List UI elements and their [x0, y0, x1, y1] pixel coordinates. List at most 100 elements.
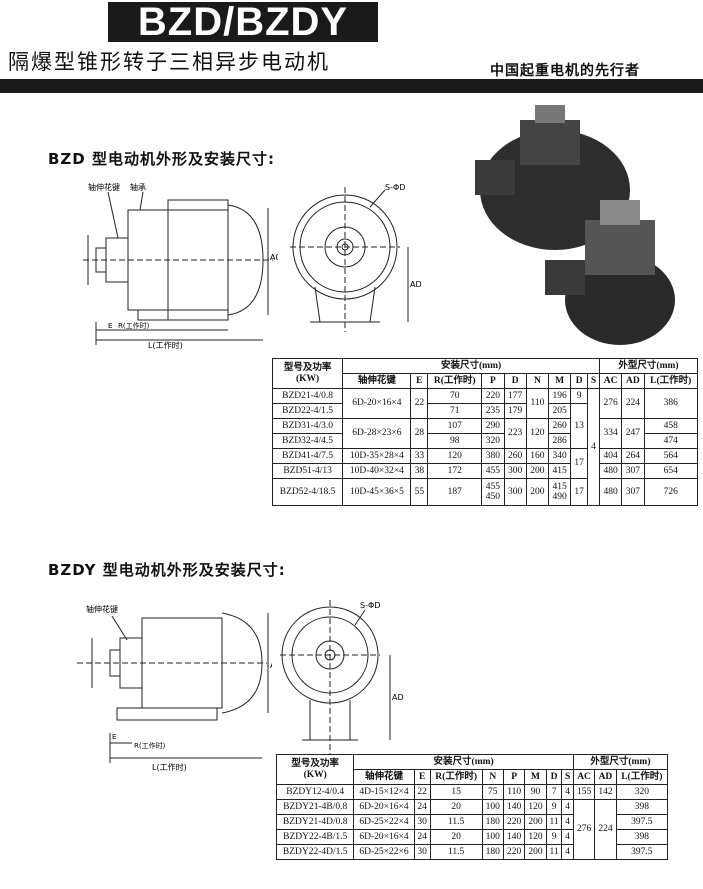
table-cell: 200 — [524, 814, 547, 830]
table-cell: 20 — [429, 799, 483, 815]
model-cell: BZD22-4/1.5 — [271, 403, 344, 419]
col-header: 轴伸花键 — [353, 769, 415, 785]
table-cell: 415 — [548, 463, 572, 479]
label-r: R(工作时) — [134, 741, 166, 750]
table-cell: 4 — [587, 388, 600, 506]
section-bzd-title: BZD 型电动机外形及安装尺寸: — [48, 150, 275, 168]
table-cell: 6D-20×16×4 — [353, 799, 415, 815]
table-cell: 300 — [503, 463, 527, 479]
table-cell: 120 — [524, 829, 547, 845]
company-slogan: 中国起重电机的先行者 — [490, 63, 640, 79]
group-outline: 外型尺寸(mm) — [572, 754, 669, 770]
col-model: 型号及功率(KW) — [275, 754, 355, 785]
table-cell: 235 — [481, 403, 505, 419]
table-cell: 200 — [525, 478, 550, 506]
model-cell: BZD52-4/18.5 — [271, 478, 344, 506]
table-cell: 172 — [427, 463, 483, 479]
table-cell: 110 — [525, 388, 550, 419]
table-cell: 276 — [572, 799, 596, 860]
col-header: D — [503, 373, 527, 389]
table-cell: 6D-25×22×6 — [353, 844, 415, 860]
product-subtitle: 隔爆型锥形转子三相异步电动机 — [8, 50, 330, 74]
table-cell: 334 — [598, 418, 623, 449]
label-bearing: 轴承 — [130, 182, 146, 192]
table-cell: 307 — [621, 478, 645, 506]
table-cell: 13 — [570, 403, 589, 449]
group-install: 安装尺寸(mm) — [342, 358, 600, 374]
table-cell: 30 — [413, 844, 431, 860]
label-s-phi-d: S-ΦD — [360, 601, 380, 610]
table-cell: 155 — [572, 784, 596, 800]
table-cell: 22 — [410, 388, 429, 419]
table-cell: 6D-25×22×4 — [353, 814, 415, 830]
table-cell: 180 — [481, 844, 504, 860]
table-cell: 24 — [413, 799, 431, 815]
col-header: P — [502, 769, 526, 785]
table-cell: 340 — [548, 448, 572, 464]
bzd-spec-table: 型号及功率(KW) 安装尺寸(mm) 外型尺寸(mm) 轴伸花键 E R(工作时… — [271, 358, 699, 506]
table-cell: 320 — [615, 784, 669, 800]
table-cell: 17 — [570, 478, 589, 506]
col-header: L(工作时) — [643, 373, 698, 389]
table-cell: 4 — [561, 814, 574, 830]
label-length: L(工作时) — [152, 762, 187, 772]
model-cell: BZDY22-4B/1.5 — [275, 829, 355, 845]
table-cell: 200 — [524, 844, 547, 860]
header-rule — [0, 79, 703, 93]
label-ad: AD — [392, 693, 404, 702]
table-cell: 397.5 — [615, 814, 669, 830]
table-cell: 404 — [598, 448, 623, 464]
table-cell: 6D-20×16×4 — [342, 388, 412, 419]
col-model: 型号及功率(KW) — [271, 358, 344, 389]
table-cell: 4 — [561, 799, 574, 815]
col-header: P — [481, 373, 505, 389]
table-cell: 474 — [643, 433, 698, 449]
table-cell: 17 — [570, 448, 589, 479]
bzd-side-drawing: 轴伸花键 轴承 E R(工作时) L(工作时) AC — [83, 182, 278, 350]
table-cell: 398 — [615, 799, 669, 815]
table-cell: 247 — [621, 418, 645, 449]
table-cell: 6D-20×16×4 — [353, 829, 415, 845]
table-cell: 71 — [427, 403, 483, 419]
table-cell: 38 — [410, 463, 429, 479]
label-e: E — [112, 733, 116, 741]
label-s-phi-d: S-ΦD — [385, 183, 405, 192]
table-cell: 179 — [503, 403, 527, 419]
table-cell: 264 — [621, 448, 645, 464]
table-cell: 177 — [503, 388, 527, 404]
table-cell: 276 — [598, 388, 623, 419]
model-cell: BZD31-4/3.0 — [271, 418, 344, 434]
label-ac: AC — [270, 253, 278, 262]
table-cell: 120 — [525, 418, 550, 449]
bzdy-spec-table: 型号及功率(KW) 安装尺寸(mm) 外型尺寸(mm) 轴伸花键 E R(工作时… — [275, 754, 669, 860]
table-cell: 220 — [502, 844, 526, 860]
label-ac: AC — [270, 661, 272, 670]
table-cell: 30 — [413, 814, 431, 830]
table-cell: 11.5 — [429, 814, 483, 830]
table-cell: 140 — [502, 829, 526, 845]
group-outline: 外型尺寸(mm) — [598, 358, 699, 374]
table-cell: 10D-40×32×4 — [342, 463, 412, 479]
motor-photo — [475, 105, 675, 345]
table-cell: 4 — [561, 784, 574, 800]
table-cell: 260 — [503, 448, 527, 464]
col-header: R(工作时) — [429, 769, 483, 785]
table-cell: 100 — [481, 799, 504, 815]
table-cell: 220 — [502, 814, 526, 830]
table-cell: 98 — [427, 433, 483, 449]
table-cell: 223 — [503, 418, 527, 449]
col-header: N — [525, 373, 550, 389]
table-cell: 90 — [524, 784, 547, 800]
table-cell: 22 — [413, 784, 431, 800]
col-header: AD — [621, 373, 645, 389]
table-cell: 10D-35×28×4 — [342, 448, 412, 464]
table-cell: 20 — [429, 829, 483, 845]
table-cell: 397.5 — [615, 844, 669, 860]
model-cell: BZD21-4/0.8 — [271, 388, 344, 404]
label-r: R(工作时) — [118, 321, 150, 330]
table-cell: 200 — [525, 463, 550, 479]
table-cell: 70 — [427, 388, 483, 404]
table-cell: 140 — [502, 799, 526, 815]
table-cell: 480 — [598, 478, 623, 506]
label-shaft-key: 轴伸花键 — [86, 604, 118, 614]
